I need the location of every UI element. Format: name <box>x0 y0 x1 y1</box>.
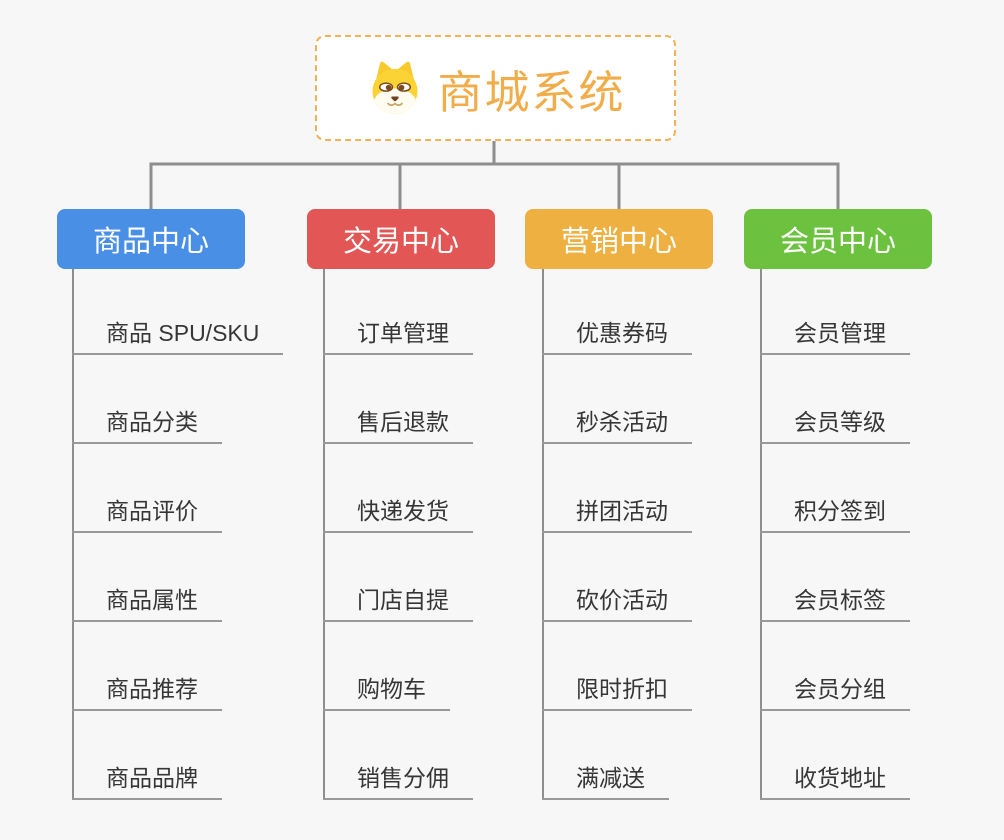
child-node[interactable]: 砍价活动 <box>542 587 692 622</box>
child-node[interactable]: 收货地址 <box>760 765 910 800</box>
child-node[interactable]: 订单管理 <box>323 320 473 355</box>
child-node[interactable]: 商品属性 <box>72 587 222 622</box>
child-node[interactable]: 销售分佣 <box>323 765 473 800</box>
child-node[interactable]: 售后退款 <box>323 409 473 444</box>
child-node[interactable]: 优惠券码 <box>542 320 692 355</box>
branch-node-member-center[interactable]: 会员中心 <box>744 209 932 269</box>
child-node[interactable]: 拼团活动 <box>542 498 692 533</box>
child-node[interactable]: 商品分类 <box>72 409 222 444</box>
child-node[interactable]: 商品评价 <box>72 498 222 533</box>
branch-node-trade-center[interactable]: 交易中心 <box>307 209 495 269</box>
child-node[interactable]: 积分签到 <box>760 498 910 533</box>
child-node[interactable]: 满减送 <box>542 765 669 800</box>
child-node[interactable]: 会员分组 <box>760 676 910 711</box>
child-node[interactable]: 商品 SPU/SKU <box>72 320 284 355</box>
root-node-mall-system[interactable]: 商城系统 <box>315 35 676 141</box>
child-node[interactable]: 会员标签 <box>760 587 910 622</box>
child-node[interactable]: 门店自提 <box>323 587 473 622</box>
root-title: 商城系统 <box>437 66 626 118</box>
child-node[interactable]: 快递发货 <box>323 498 473 533</box>
child-node[interactable]: 秒杀活动 <box>542 409 692 444</box>
child-node[interactable]: 商品推荐 <box>72 676 222 711</box>
child-node[interactable]: 购物车 <box>323 676 450 711</box>
child-node[interactable]: 限时折扣 <box>542 676 692 711</box>
branch-node-product-center[interactable]: 商品中心 <box>57 209 245 269</box>
branch-node-marketing-center[interactable]: 营销中心 <box>525 209 713 269</box>
shiba-dog-icon <box>365 60 425 117</box>
child-node[interactable]: 商品品牌 <box>72 765 222 800</box>
child-node[interactable]: 会员管理 <box>760 320 910 355</box>
child-node[interactable]: 会员等级 <box>760 409 910 444</box>
